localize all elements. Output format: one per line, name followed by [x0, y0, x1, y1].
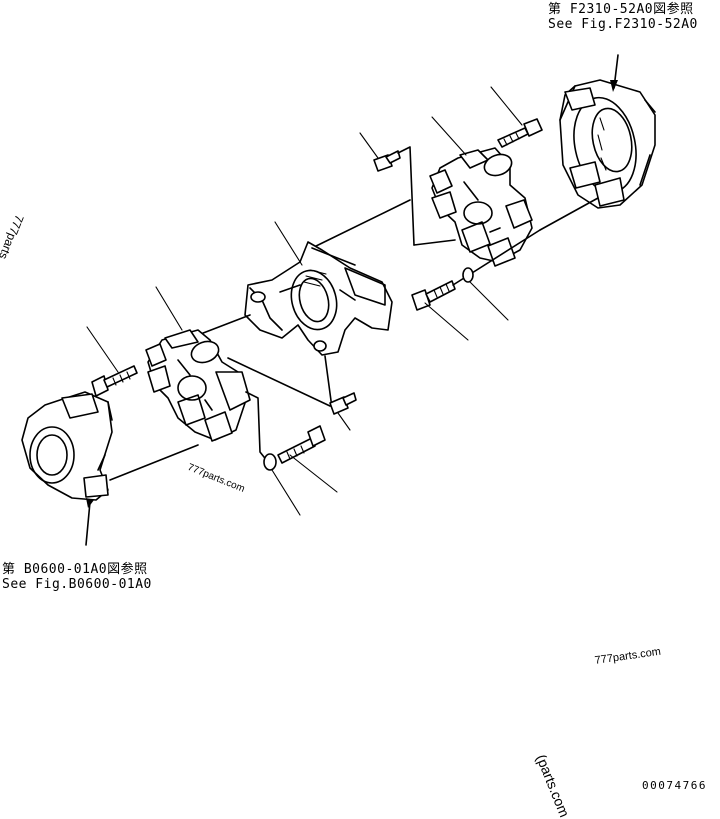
ref-top-right-jp: 第 F2310-52A0図参照: [548, 2, 694, 17]
flange-upper-right: [559, 79, 656, 209]
spider-cross-lower: [145, 286, 331, 442]
grease-fitting-lower: [329, 392, 357, 431]
ref-bottom-left-en: See Fig.B0600-01A0: [2, 577, 152, 592]
ref-bottom-left-jp: 第 B0600-01A0図参照: [2, 562, 148, 577]
leader-upper-ref: [610, 54, 619, 92]
washer-right: [462, 267, 509, 321]
bolt-upper: [490, 86, 543, 148]
bolt-lower: [245, 391, 338, 493]
drawing-number: 00074766: [642, 779, 707, 792]
leader-lower-ref: [85, 498, 94, 546]
ref-top-right-en: See Fig.F2310-52A0: [548, 17, 698, 32]
exploded-parts-diagram: [21, 54, 656, 546]
flange-lower-left: [21, 391, 199, 501]
washer-lower: [263, 453, 301, 516]
bolt-left: [86, 326, 138, 397]
yoke-center: [197, 221, 393, 409]
grease-fitting-upper: [359, 132, 415, 246]
